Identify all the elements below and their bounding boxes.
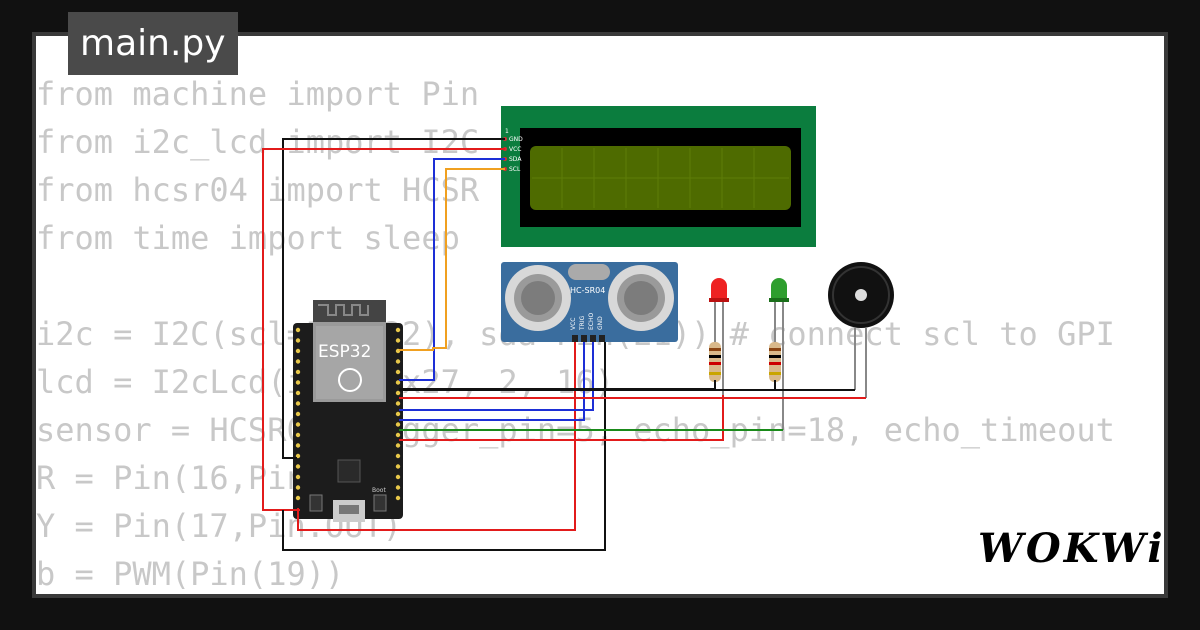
esp32-pin[interactable] (295, 401, 301, 406)
esp32-pin[interactable] (395, 485, 401, 490)
file-tab[interactable]: main.py (68, 12, 238, 75)
esp32-pin[interactable] (395, 359, 401, 364)
esp32-pin[interactable] (295, 369, 301, 375)
esp32-pin[interactable] (395, 432, 401, 438)
esp32-pin[interactable] (395, 464, 401, 469)
ultrasonic-pin-label: ECHO (588, 313, 595, 330)
code-line: b = PWM(Pin(19)) (36, 555, 345, 593)
esp32-pin[interactable] (395, 422, 401, 427)
esp32-board[interactable]: ESP32 Boot (293, 300, 403, 522)
lcd-pin-label: GND (509, 136, 523, 143)
wires (262, 138, 866, 551)
esp32-pin[interactable] (395, 474, 401, 480)
lcd-pin-label: VCC (509, 146, 521, 153)
ultrasonic-sensor[interactable]: HC-SR04 VCC TRIG ECHO GND (501, 262, 678, 342)
lcd-pin-label: SDA (509, 156, 522, 163)
red-led[interactable] (709, 278, 729, 395)
esp32-pin[interactable] (295, 422, 301, 427)
code-line: from i2c_lcd import I2C (36, 123, 480, 161)
esp32-pin[interactable] (395, 327, 401, 333)
code-line: from hcsr04 import HCSR (36, 171, 480, 209)
esp32-pin[interactable] (395, 443, 401, 448)
esp32-pin[interactable] (295, 443, 301, 448)
esp32-pin[interactable] (395, 338, 401, 343)
lcd-display[interactable]: 1 GND VCC SDA SCL (501, 106, 816, 247)
esp32-pin[interactable] (295, 411, 301, 417)
green-led-resistor[interactable] (769, 342, 781, 382)
ultrasonic-label: HC-SR04 (570, 286, 605, 295)
wokwi-logo: WOKWi (978, 525, 1166, 572)
esp32-pin[interactable] (295, 338, 301, 343)
esp32-pin[interactable] (295, 390, 301, 396)
esp32-pin[interactable] (295, 485, 301, 490)
esp32-pin[interactable] (295, 432, 301, 438)
esp32-pin[interactable] (395, 369, 401, 375)
red-led-resistor[interactable] (709, 342, 721, 382)
lcd-pin-label: SCL (509, 166, 521, 173)
esp32-label: ESP32 (318, 342, 371, 362)
esp32-pin[interactable] (295, 359, 301, 364)
esp32-pin[interactable] (395, 453, 401, 459)
esp32-pin[interactable] (295, 348, 301, 354)
esp32-pin[interactable] (395, 380, 401, 385)
esp32-pin[interactable] (295, 495, 301, 501)
buzzer[interactable] (828, 262, 894, 398)
esp32-pin[interactable] (295, 464, 301, 469)
esp32-pin[interactable] (395, 390, 401, 396)
lcd-pin-one-label: 1 (505, 128, 509, 135)
esp32-pin[interactable] (395, 495, 401, 501)
esp32-pin[interactable] (395, 401, 401, 406)
esp32-pin[interactable] (295, 380, 301, 385)
green-led[interactable] (769, 278, 789, 430)
esp32-pin[interactable] (395, 411, 401, 417)
code-line: from machine import Pin (36, 75, 480, 113)
ultrasonic-pin-label: TRIG (579, 315, 586, 331)
esp32-pin[interactable] (295, 327, 301, 333)
code-line: from time import sleep (36, 219, 460, 257)
boot-label: Boot (372, 487, 386, 494)
ultrasonic-pin-label: GND (597, 316, 604, 330)
ultrasonic-pin-label: VCC (570, 318, 577, 330)
esp32-pin[interactable] (295, 474, 301, 480)
